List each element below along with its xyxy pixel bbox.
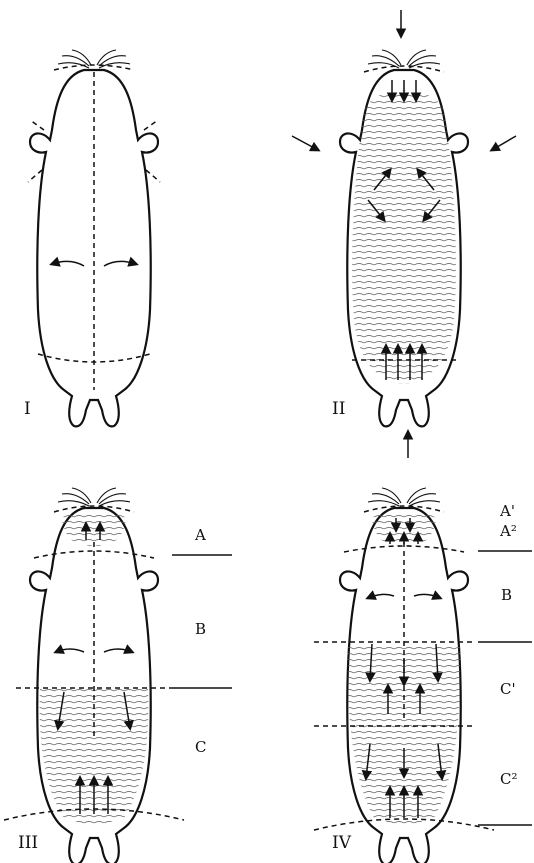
panel-label-IV: IV <box>332 833 352 853</box>
zone-label-B-IV: B <box>501 586 512 604</box>
zone-label-A1: A' <box>499 502 515 520</box>
zone-label-C2: C² <box>500 770 518 788</box>
zone-label-A2: A² <box>499 522 517 540</box>
zone-label-C1: C' <box>500 680 516 698</box>
panel-II <box>292 10 516 458</box>
panel-IV <box>314 488 494 863</box>
panel-label-II: II <box>332 399 345 419</box>
panel-III <box>4 488 184 863</box>
panel-label-III: III <box>18 833 38 853</box>
zone-label-B: B <box>195 620 206 638</box>
panel-I <box>28 50 160 426</box>
panel-label-I: I <box>24 399 31 419</box>
zone-label-C: C <box>195 738 206 756</box>
zone-label-A: A <box>194 526 206 544</box>
